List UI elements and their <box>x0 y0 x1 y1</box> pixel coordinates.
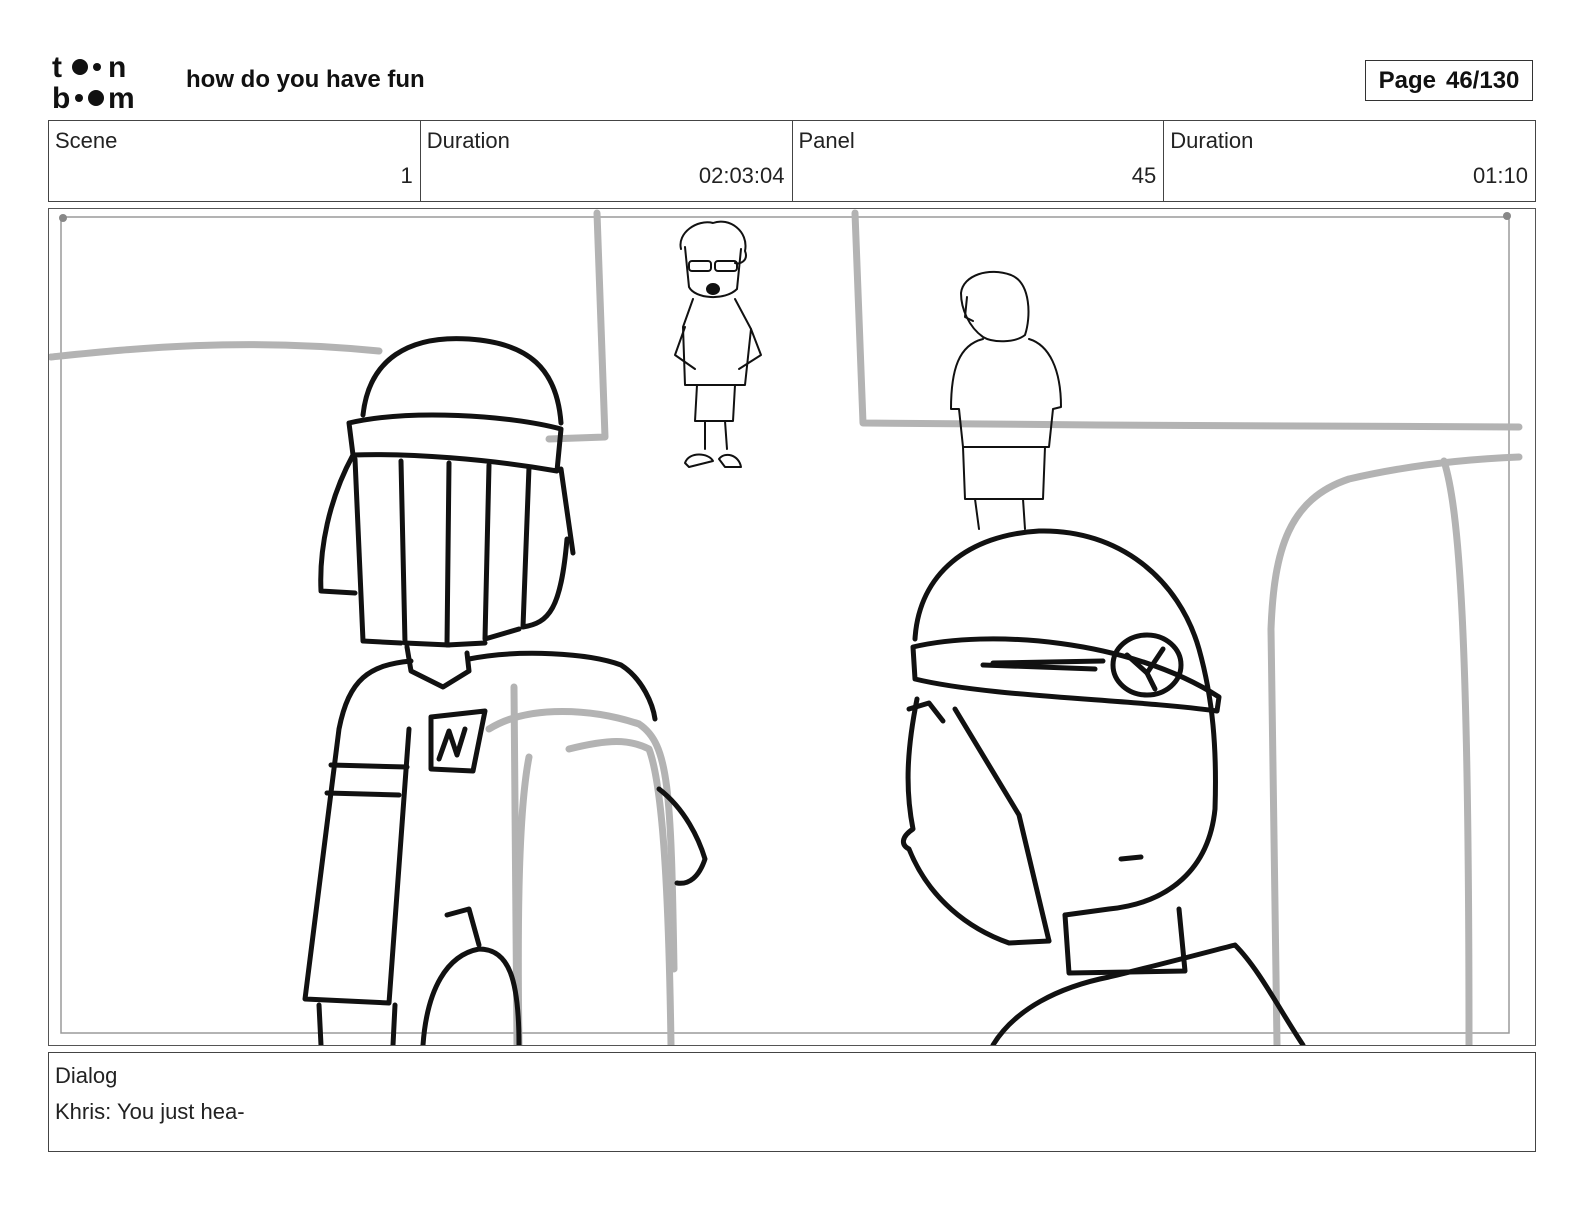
page-label: Page <box>1378 66 1436 94</box>
panel-label: Panel <box>798 128 855 153</box>
character-foreground-left <box>302 336 708 1045</box>
panel-value: 45 <box>1131 163 1157 188</box>
scene-label: Scene <box>55 128 118 153</box>
character-far-right <box>950 270 1062 530</box>
panel-sketch <box>49 209 1523 1045</box>
storyboard-panel <box>48 208 1536 1046</box>
scene-duration-value: 02:03:04 <box>698 163 785 188</box>
svg-text:b: b <box>52 82 70 112</box>
dialog-text: Khris: You just hea- <box>55 1099 245 1124</box>
frame-corner-dot <box>1503 212 1511 220</box>
panel-cell: Panel 45 <box>793 121 1165 201</box>
frame-corner-dot <box>59 214 67 222</box>
toon-boom-logo: t n b m <box>52 50 164 115</box>
panel-info-row: Scene 1 Duration 02:03:04 Panel 45 Durat… <box>48 120 1536 202</box>
logo-mark-icon: t n b m <box>52 51 135 115</box>
character-foreground-right <box>901 528 1306 1045</box>
project-title: how do you have fun <box>186 66 425 93</box>
scene-value: 1 <box>400 163 413 188</box>
svg-text:m: m <box>108 82 135 112</box>
scene-duration-cell: Duration 02:03:04 <box>421 121 793 201</box>
panel-duration-label: Duration <box>1170 128 1254 153</box>
page-number: 46/130 <box>1445 66 1520 94</box>
safe-frame <box>60 216 1510 1034</box>
scene-cell: Scene 1 <box>49 121 421 201</box>
svg-text:n: n <box>108 51 126 84</box>
character-far-left <box>674 220 762 468</box>
dialog-label: Dialog <box>55 1063 118 1088</box>
svg-text:t: t <box>52 51 62 84</box>
scene-duration-label: Duration <box>426 128 510 153</box>
background-layout-lines <box>49 209 1523 1045</box>
dialog-section: Dialog Khris: You just hea- <box>48 1052 1536 1152</box>
panel-duration-cell: Duration 01:10 <box>1164 121 1535 201</box>
panel-duration-value: 01:10 <box>1472 163 1528 188</box>
page-indicator: Page 46/130 <box>1365 60 1533 101</box>
